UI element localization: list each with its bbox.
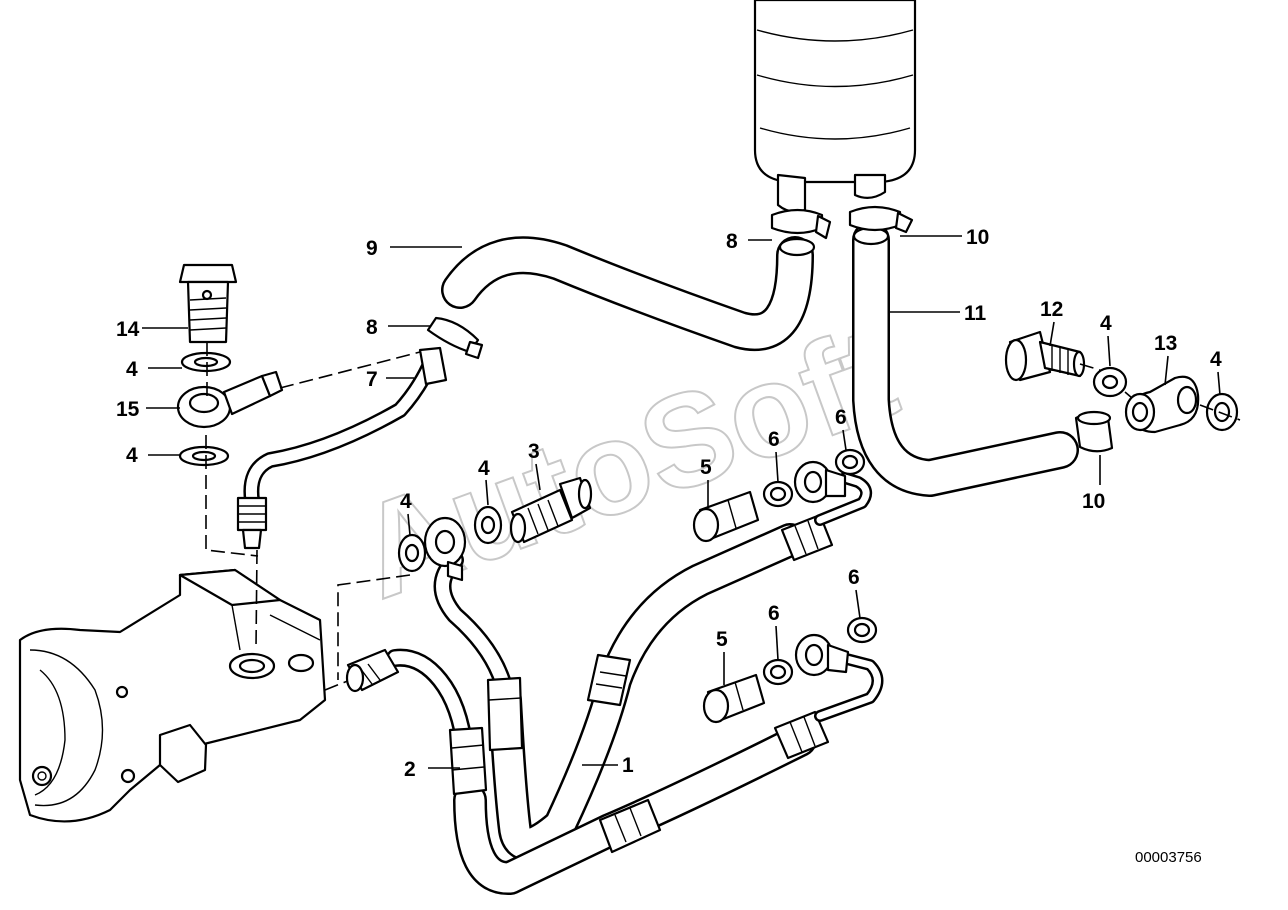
reservoir bbox=[753, 0, 917, 213]
callout-4: 4 bbox=[1210, 348, 1222, 371]
callout-2: 2 bbox=[404, 758, 416, 781]
callout-8: 8 bbox=[366, 316, 378, 339]
washer-upper-a bbox=[762, 480, 794, 508]
lower-pipe bbox=[386, 648, 474, 759]
hollow-bolt-upper bbox=[692, 490, 760, 543]
upper-pipe bbox=[433, 551, 514, 699]
banjo-fitting-right bbox=[1124, 375, 1200, 434]
assembly-guide-right bbox=[1079, 363, 1241, 421]
pump-union bbox=[345, 648, 400, 693]
hose-crimp-right-lower bbox=[773, 710, 830, 760]
callout-6: 6 bbox=[768, 428, 780, 451]
washer-center-left bbox=[397, 533, 427, 573]
hose-nut-2 bbox=[448, 726, 488, 796]
suction-pipe bbox=[236, 346, 448, 550]
banjo-bolt-right bbox=[1004, 330, 1086, 382]
power-steering-pump bbox=[18, 568, 327, 823]
washer-center-right bbox=[473, 505, 503, 545]
callout-6: 6 bbox=[848, 566, 860, 589]
leader-lines bbox=[142, 235, 1221, 769]
callout-14: 14 bbox=[116, 318, 140, 341]
hose-clamp-suction bbox=[426, 316, 484, 360]
steel-line-lower bbox=[814, 650, 884, 722]
callout-13: 13 bbox=[1154, 332, 1177, 355]
hose-clamp-return bbox=[1074, 410, 1114, 453]
callout-4: 4 bbox=[1100, 312, 1112, 335]
callout-5: 5 bbox=[700, 456, 712, 479]
callout-11: 11 bbox=[964, 302, 987, 325]
washer-left-lower bbox=[178, 445, 230, 467]
callout-4: 4 bbox=[400, 490, 412, 513]
washer-left-upper bbox=[180, 351, 232, 373]
callout-15: 15 bbox=[116, 398, 140, 421]
banjo-fitting-left bbox=[176, 370, 284, 429]
banjo-bolt-left bbox=[178, 263, 238, 344]
washer-lower-b bbox=[846, 616, 878, 644]
callout-6: 6 bbox=[768, 602, 780, 625]
callout-labels: 1 2 3 4 4 4 4 4 4 5 5 6 6 6 6 7 8 8 9 10… bbox=[116, 226, 1222, 781]
callout-10: 10 bbox=[966, 226, 989, 249]
callout-4: 4 bbox=[126, 358, 138, 381]
drawing-number: 00003756 bbox=[1135, 849, 1202, 866]
steel-line-upper bbox=[814, 472, 873, 526]
callout-3: 3 bbox=[528, 440, 540, 463]
banjo-lower bbox=[794, 633, 850, 677]
callout-10: 10 bbox=[1082, 490, 1105, 513]
callout-4: 4 bbox=[126, 444, 138, 467]
hose-crimp-lower bbox=[598, 798, 662, 854]
callout-1: 1 bbox=[622, 754, 634, 777]
banjo-upper bbox=[793, 460, 847, 504]
pressure-hose-1 bbox=[488, 523, 807, 861]
callout-7: 7 bbox=[366, 368, 378, 391]
callout-12: 12 bbox=[1040, 298, 1063, 321]
callout-9: 9 bbox=[366, 237, 378, 260]
washer-lower-a bbox=[762, 658, 794, 686]
banjo-bolt-center bbox=[509, 476, 593, 544]
hose-crimp-right-upper bbox=[780, 513, 834, 562]
hose-clamp-upper-right bbox=[848, 205, 914, 234]
callout-6: 6 bbox=[835, 406, 847, 429]
callout-4: 4 bbox=[478, 457, 490, 480]
callout-5: 5 bbox=[716, 628, 728, 651]
callout-8: 8 bbox=[726, 230, 738, 253]
return-hose bbox=[852, 221, 1079, 497]
watermark: AutoSoft bbox=[339, 298, 913, 627]
suction-hose bbox=[441, 236, 816, 352]
hose-nut-1 bbox=[486, 676, 524, 752]
hose-crimp-upper bbox=[586, 653, 632, 707]
hose-clamp-upper-left bbox=[770, 208, 832, 240]
washer-upper-b bbox=[834, 448, 866, 476]
washer-right-a bbox=[1092, 366, 1128, 398]
hollow-bolt-lower bbox=[702, 673, 766, 724]
washer-right-b bbox=[1205, 392, 1239, 432]
banjo-fitting-center bbox=[423, 516, 467, 582]
